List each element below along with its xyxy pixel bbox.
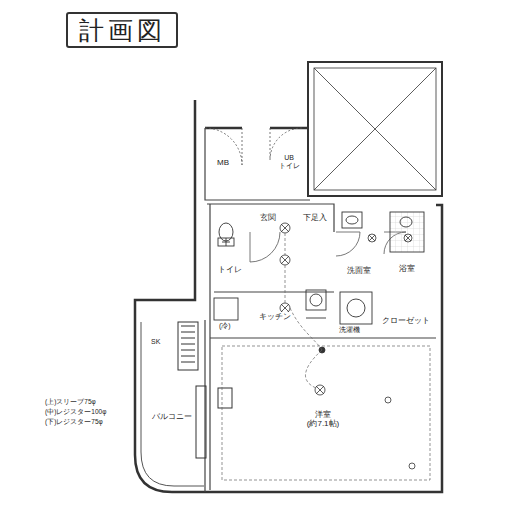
door-swing (205, 128, 406, 262)
room-area: MB (205, 132, 241, 194)
room-label: トイレ (217, 265, 243, 274)
room-label: (約7.1帖) (306, 419, 340, 428)
room-label: キッチン (258, 312, 292, 321)
wiring-line (222, 233, 430, 480)
room-area: 玄関 (250, 207, 286, 229)
room-area: 浴室 (384, 256, 430, 282)
room-area: クローゼット (376, 310, 436, 332)
room-label: MB (216, 158, 230, 167)
room-area: 下足入 (298, 207, 332, 229)
room-area: キッチン (246, 306, 304, 328)
aircon-unit (178, 322, 232, 458)
plan-note: (下)レジスター75φ (44, 418, 104, 425)
fixture (214, 212, 424, 324)
room-label: 下足入 (302, 214, 328, 223)
plan-note: (上)スリーブ75φ (44, 398, 97, 405)
inner-wall (205, 128, 436, 492)
plan-note: (冷) (218, 322, 232, 330)
room-label: UB (283, 154, 295, 162)
room-label: トイレ (278, 162, 301, 170)
room-area: トイレ (212, 250, 248, 290)
room-area: 洋室(約7.1帖) (290, 402, 356, 436)
room-label: 玄関 (259, 213, 277, 222)
balcony-rail (141, 322, 204, 486)
room-area: バルコニー (143, 404, 201, 430)
room-label: 浴室 (398, 264, 416, 273)
room-label: 洋室 (314, 410, 332, 419)
void-shaft (308, 62, 442, 196)
outer-wall (135, 100, 442, 492)
plan-note: (中)レジスター100φ (44, 408, 107, 415)
room-label: バルコニー (151, 412, 193, 421)
plan-note: SK (150, 338, 161, 346)
room-area: 洗面室 (336, 258, 382, 284)
room-label: 洗面室 (346, 266, 372, 275)
room-label: クローゼット (381, 317, 431, 326)
plan-note: 洗濯機 (338, 326, 361, 333)
room-area: UBトイレ (272, 131, 306, 193)
title-text: 計画図 (66, 12, 178, 48)
